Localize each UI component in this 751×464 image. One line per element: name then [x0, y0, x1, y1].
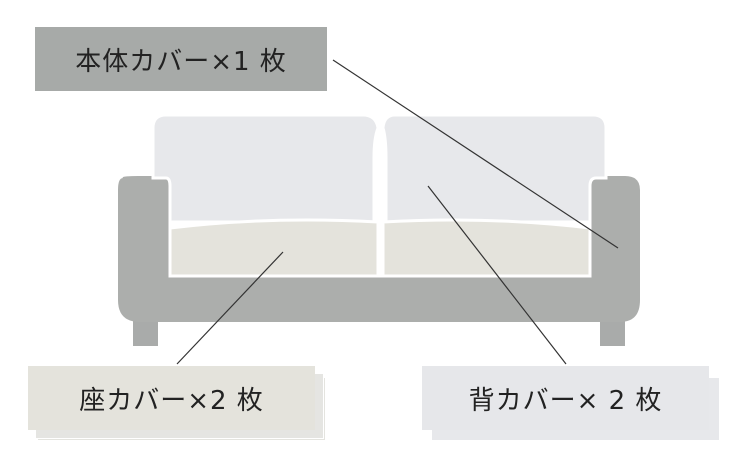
- back-cushion-left: [151, 113, 380, 224]
- sofa-body-frame: [118, 176, 640, 322]
- sofa-leg-left: [133, 318, 158, 346]
- seat-cushion-left: [168, 218, 380, 278]
- frame-inner-outline: [168, 186, 592, 278]
- sofa-leg-right: [600, 318, 625, 346]
- seat-cover-label-text: 座カバー×2 枚: [79, 385, 264, 416]
- leader-line-body-cover: [332, 59, 619, 249]
- body-cover-label: 本体カバー×1 枚: [35, 27, 327, 91]
- back-cover-label-text: 背カバー× 2 枚: [468, 385, 663, 416]
- body-cover-label-text: 本体カバー×1 枚: [75, 46, 287, 77]
- back-cushion-right: [381, 113, 608, 224]
- seat-cover-label: 座カバー×2 枚: [28, 366, 315, 430]
- leader-line-back-cover: [427, 185, 567, 365]
- leader-line-seat-cover: [176, 251, 284, 365]
- back-cover-label: 背カバー× 2 枚: [422, 366, 709, 430]
- seat-cushion-right: [381, 218, 592, 278]
